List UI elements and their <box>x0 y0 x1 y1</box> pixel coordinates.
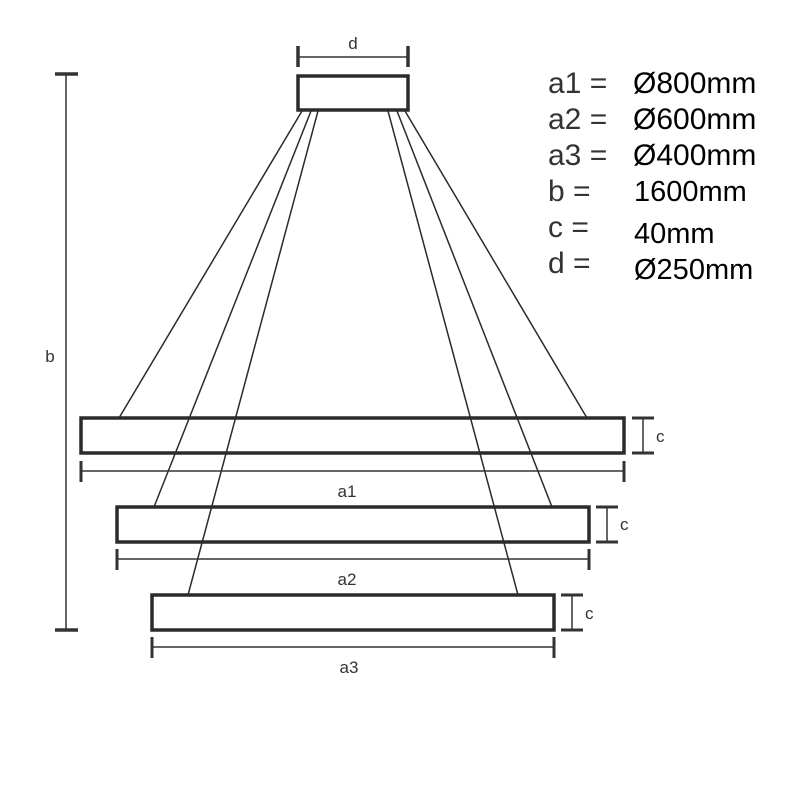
a3-label: a3 <box>340 658 359 677</box>
c3-dimension <box>561 593 583 632</box>
cable-ring3-right <box>387 110 519 596</box>
spec-key: b = <box>548 175 591 208</box>
c2-label: c <box>620 515 629 534</box>
suspension-cables <box>118 110 588 596</box>
b-label: b <box>45 347 54 366</box>
spec-value: 1600mm <box>634 176 747 208</box>
b-dimension <box>55 72 78 632</box>
a2-dimension <box>115 549 591 570</box>
a1-label: a1 <box>338 482 357 501</box>
cable-ring1-left <box>118 110 303 419</box>
cable-ring1-right <box>404 110 588 419</box>
spec-value: Ø250mm <box>634 254 754 286</box>
cable-ring2-right <box>396 110 553 508</box>
c1-dimension <box>632 416 654 455</box>
cable-ring3-left <box>187 110 319 596</box>
a3-dimension <box>150 637 556 658</box>
spec-key: c = <box>548 211 589 244</box>
c3-label: c <box>585 604 594 623</box>
spec-key: a1 = <box>548 67 608 100</box>
spec-value: Ø800mm <box>633 67 757 100</box>
spec-key: d = <box>548 247 591 280</box>
a1-dimension <box>79 461 626 482</box>
c2-dimension <box>596 505 618 544</box>
c1-label: c <box>656 427 665 446</box>
d-dimension <box>296 46 410 67</box>
spec-value: 40mm <box>634 218 715 250</box>
cable-ring2-left <box>153 110 312 508</box>
ring-3 <box>150 593 556 632</box>
spec-value: Ø400mm <box>633 139 757 172</box>
ring-1 <box>79 416 626 455</box>
a2-label: a2 <box>338 570 357 589</box>
spec-value: Ø600mm <box>633 103 757 136</box>
ceiling-canopy <box>296 74 410 112</box>
d-label: d <box>348 34 357 53</box>
ring-2 <box>115 505 591 544</box>
spec-key: a3 = <box>548 139 608 172</box>
spec-key: a2 = <box>548 103 608 136</box>
